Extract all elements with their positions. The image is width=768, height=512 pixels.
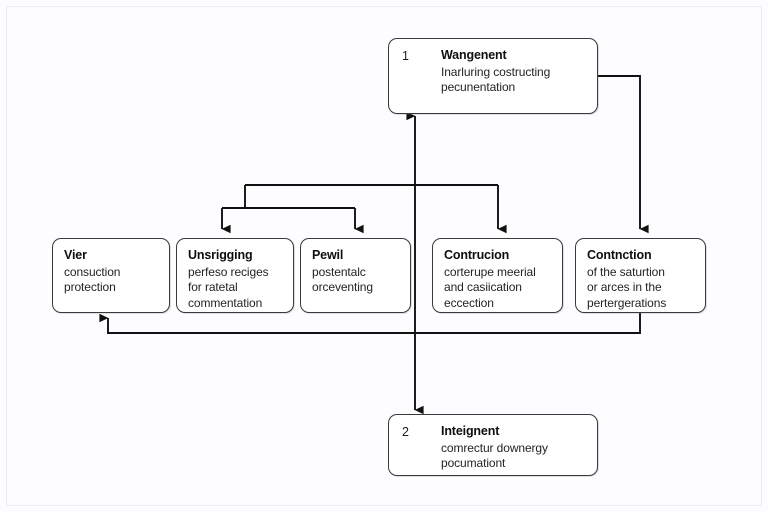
node-body-line: postentalc	[312, 264, 366, 279]
node-body-line: perfeso reciges	[188, 264, 269, 279]
node-title-mid3: Pewil	[312, 248, 344, 262]
node-number-bottom: 2	[402, 425, 410, 439]
node-body-line: Inarluring costructing	[441, 64, 551, 79]
node-body-line: corterupe meerial	[444, 264, 536, 279]
node-bottom-inteignent[interactable]: 2 Inteignent comrectur downergy pocumati…	[388, 414, 598, 476]
node-body-mid1: consuction protection	[64, 265, 158, 296]
node-title-mid5: Contnction	[587, 248, 652, 262]
node-body-line: commentation	[188, 295, 263, 310]
node-top-wangenent[interactable]: 1 Wangenent Inarluring costructing pecun…	[388, 38, 598, 114]
node-body-mid2: perfeso reciges for ratetal commentation	[188, 265, 282, 312]
node-title-top: Wangenent	[441, 48, 507, 62]
node-mid-contrucion[interactable]: Contrucion corterupe meerial and casiica…	[432, 238, 563, 313]
node-number-top: 1	[402, 49, 410, 63]
node-body-line: orceventing	[312, 280, 373, 294]
node-body-mid4: corterupe meerial and casiication eccect…	[444, 265, 551, 312]
node-body-line: or arces in the	[587, 280, 662, 294]
node-body-mid5: of the saturtion or arces in the perterg…	[587, 265, 694, 312]
node-body-top: Inarluring costructing pecunentation	[441, 65, 586, 96]
node-body-line: consuction	[64, 264, 121, 279]
node-mid-contnction[interactable]: Contnction of the saturtion or arces in …	[575, 238, 706, 313]
node-body-line: protection	[64, 280, 116, 294]
node-body-mid3: postentalc orceventing	[312, 265, 399, 296]
node-title-mid1: Vier	[64, 248, 87, 262]
connector-top-to-mid5	[597, 75, 649, 234]
node-body-line: pecunentation	[441, 80, 516, 94]
node-body-line: of the saturtion	[587, 264, 665, 279]
node-body-line: pocumationt	[441, 456, 506, 470]
node-body-bottom: comrectur downergy pocumationt	[441, 441, 586, 472]
node-body-line: eccection	[444, 295, 494, 310]
node-title-bottom: Inteignent	[441, 424, 500, 438]
node-body-line: and casiication	[444, 280, 522, 294]
node-title-mid2: Unsrigging	[188, 248, 253, 262]
node-body-line: pertergerations	[587, 295, 667, 310]
node-mid-pewil[interactable]: Pewil postentalc orceventing	[300, 238, 411, 313]
node-body-line: comrectur downergy	[441, 440, 548, 455]
node-title-mid4: Contrucion	[444, 248, 510, 262]
node-body-line: for ratetal	[188, 280, 238, 294]
connector-feedback-mid5-to-mid1	[99, 313, 641, 334]
node-mid-unsrigging[interactable]: Unsrigging perfeso reciges for ratetal c…	[176, 238, 294, 313]
node-mid-vier[interactable]: Vier consuction protection	[52, 238, 170, 313]
